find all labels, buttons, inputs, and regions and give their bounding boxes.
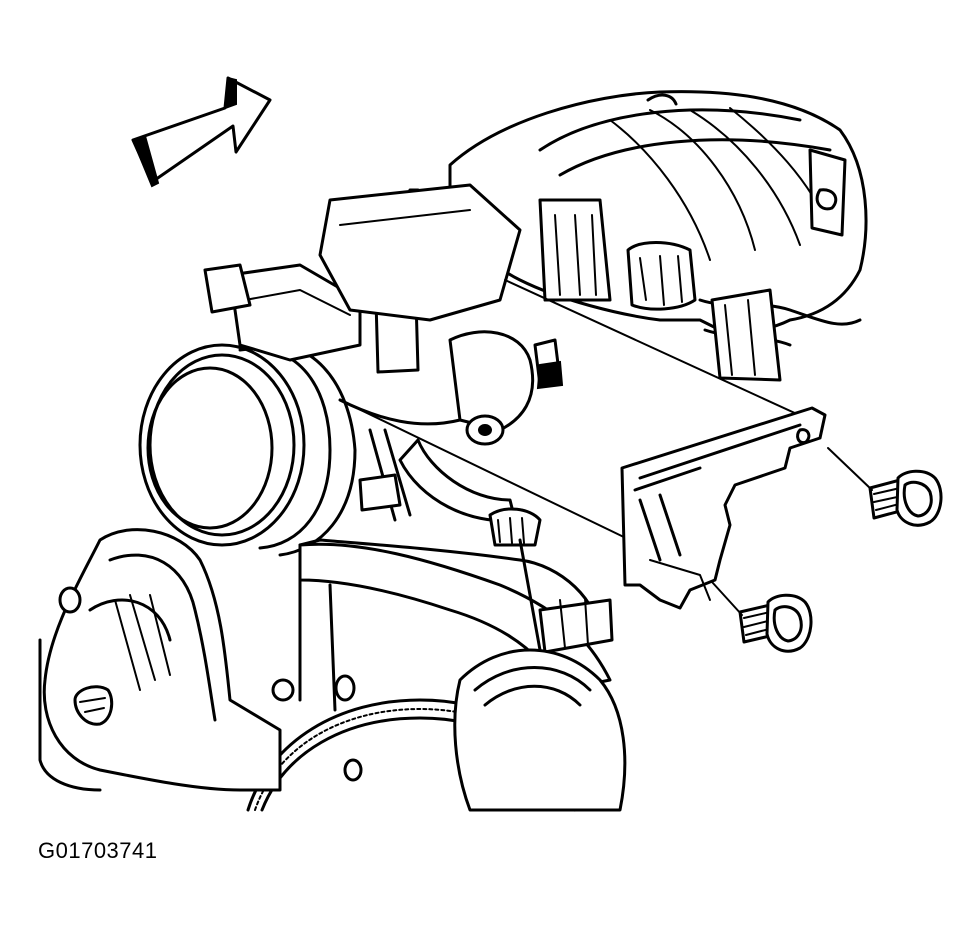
air-inlet-duct <box>455 650 625 810</box>
mounting-bracket <box>622 408 825 608</box>
bolt-upper <box>828 448 941 525</box>
reference-lines <box>340 280 810 540</box>
exhaust-manifold <box>40 530 280 790</box>
throttle-linkage <box>320 185 562 545</box>
bolt-lower <box>712 582 811 651</box>
throttle-body <box>140 265 360 555</box>
figure-code: G01703741 <box>38 838 158 863</box>
intake-manifold <box>450 92 866 332</box>
front-direction-arrow <box>133 78 270 186</box>
hose-routing <box>700 290 860 380</box>
